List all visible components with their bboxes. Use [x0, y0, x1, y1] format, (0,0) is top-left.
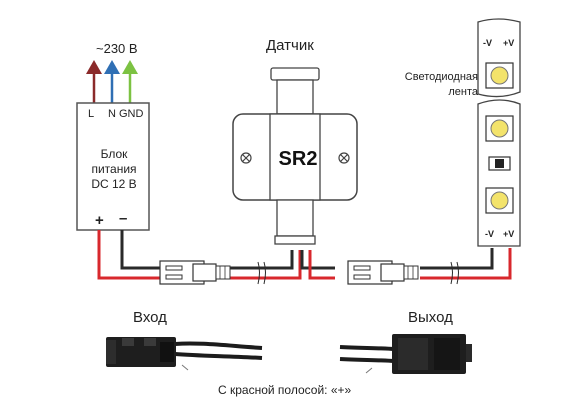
arrow-GND-head-icon — [122, 60, 138, 74]
smd-led-icon — [485, 115, 514, 142]
arrow-N-head-icon — [104, 60, 120, 74]
power-supply-box — [76, 102, 150, 231]
connector-2 — [347, 260, 419, 285]
terminal-N-label: N — [108, 108, 116, 120]
sensor-title: Датчик — [266, 37, 314, 54]
wire-out-red — [308, 250, 335, 280]
arrow-L-head-icon — [86, 60, 102, 74]
input-label: Вход — [133, 309, 167, 326]
led-top-plus-label: +V — [503, 38, 515, 48]
mains-arrows — [86, 60, 138, 108]
wire-break-marks — [257, 261, 459, 285]
screw-icon — [338, 152, 350, 164]
led-strip-title: Светодиодная лента — [404, 71, 478, 98]
led-bottom-minus-label: -V — [485, 229, 494, 239]
sensor-sr2 — [232, 67, 358, 245]
output-connector-photo — [339, 334, 472, 374]
connector-1 — [159, 260, 231, 285]
led-bottom-plus-label: +V — [503, 229, 515, 239]
mains-voltage-label: ~230 В — [96, 41, 138, 56]
resistor-icon — [488, 156, 511, 171]
output-label: Выход — [408, 309, 453, 326]
terminal-L-label: L — [88, 108, 95, 120]
terminal-GND-label: GND — [119, 108, 144, 120]
wire-psu-plus — [97, 230, 163, 280]
wire-led-red — [420, 248, 512, 280]
psu-minus-label: – — [119, 210, 128, 227]
led-strip — [477, 18, 521, 247]
wire-led-black — [420, 248, 494, 270]
sensor-model-label: SR2 — [278, 148, 318, 170]
input-connector-photo — [106, 337, 263, 371]
polarity-note: С красной полосой: «+» — [218, 383, 352, 397]
wire-in-black — [228, 250, 294, 270]
screw-icon — [240, 152, 252, 164]
psu-plus-label: + — [95, 212, 104, 229]
wire-psu-minus — [120, 230, 163, 270]
smd-led-icon — [485, 62, 514, 89]
led-top-minus-label: -V — [483, 38, 492, 48]
wire-out-black — [300, 250, 335, 270]
wire-in-red — [228, 250, 302, 280]
power-supply-title: Блок питания DC 12 В — [91, 147, 137, 191]
smd-led-icon — [485, 187, 514, 214]
wires — [97, 230, 512, 280]
